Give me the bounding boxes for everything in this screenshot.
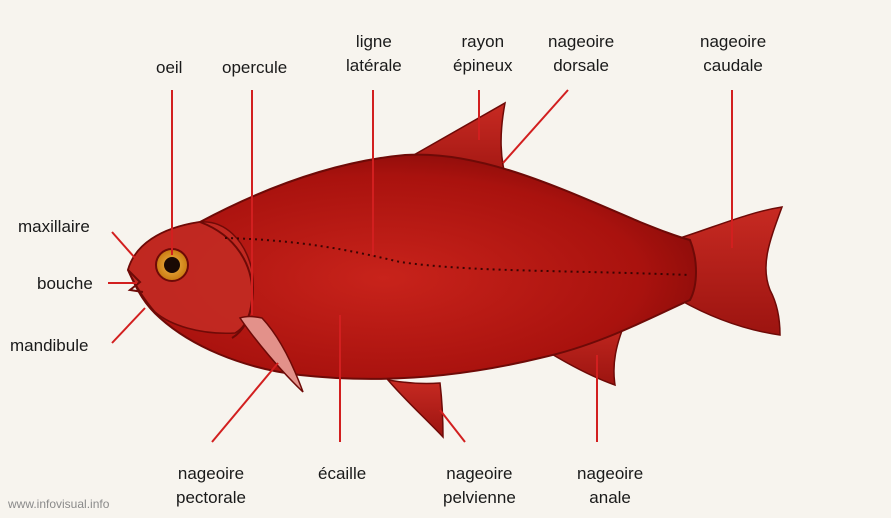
pelvic-fin xyxy=(388,380,443,437)
label-maxillaire-text: maxillaire xyxy=(18,215,90,239)
label-nageoire-anale: nageoire anale xyxy=(577,462,643,510)
label-nageoire-anale-line1: nageoire xyxy=(577,462,643,486)
label-mandibule: mandibule xyxy=(10,334,88,358)
watermark: www.infovisual.info xyxy=(8,497,109,511)
pupil xyxy=(164,257,180,273)
label-nageoire-pectorale-line2: pectorale xyxy=(176,486,246,510)
label-bouche: bouche xyxy=(37,272,93,296)
label-nageoire-caudale-line2: caudale xyxy=(700,54,766,78)
label-ecaille: écaille xyxy=(318,462,366,486)
label-oeil-text: oeil xyxy=(156,56,182,80)
label-nageoire-pelvienne-line1: nageoire xyxy=(443,462,516,486)
label-nageoire-pectorale-line1: nageoire xyxy=(176,462,246,486)
label-ligne-laterale-line1: ligne xyxy=(346,30,402,54)
leader-mandibule xyxy=(112,308,145,343)
label-nageoire-pelvienne: nageoire pelvienne xyxy=(443,462,516,510)
label-nageoire-pelvienne-line2: pelvienne xyxy=(443,486,516,510)
leader-maxillaire xyxy=(112,232,135,258)
label-mandibule-text: mandibule xyxy=(10,334,88,358)
label-nageoire-pectorale: nageoire pectorale xyxy=(176,462,246,510)
label-opercule: opercule xyxy=(222,56,287,80)
label-nageoire-dorsale-line1: nageoire xyxy=(548,30,614,54)
label-nageoire-anale-line2: anale xyxy=(577,486,643,510)
label-maxillaire: maxillaire xyxy=(18,215,90,239)
label-nageoire-caudale: nageoire caudale xyxy=(700,30,766,78)
label-oeil: oeil xyxy=(156,56,182,80)
label-nageoire-dorsale-line2: dorsale xyxy=(548,54,614,78)
label-nageoire-dorsale: nageoire dorsale xyxy=(548,30,614,78)
leader-nageoire-dorsale xyxy=(503,90,568,163)
label-bouche-text: bouche xyxy=(37,272,93,296)
label-rayon-epineux-line2: épineux xyxy=(453,54,513,78)
head xyxy=(128,222,253,333)
label-nageoire-caudale-line1: nageoire xyxy=(700,30,766,54)
label-rayon-epineux: rayon épineux xyxy=(453,30,513,78)
label-ecaille-text: écaille xyxy=(318,462,366,486)
label-opercule-text: opercule xyxy=(222,56,287,80)
label-ligne-laterale-line2: latérale xyxy=(346,54,402,78)
label-rayon-epineux-line1: rayon xyxy=(453,30,513,54)
leader-nageoire-pectorale xyxy=(212,363,278,442)
label-ligne-laterale: ligne latérale xyxy=(346,30,402,78)
